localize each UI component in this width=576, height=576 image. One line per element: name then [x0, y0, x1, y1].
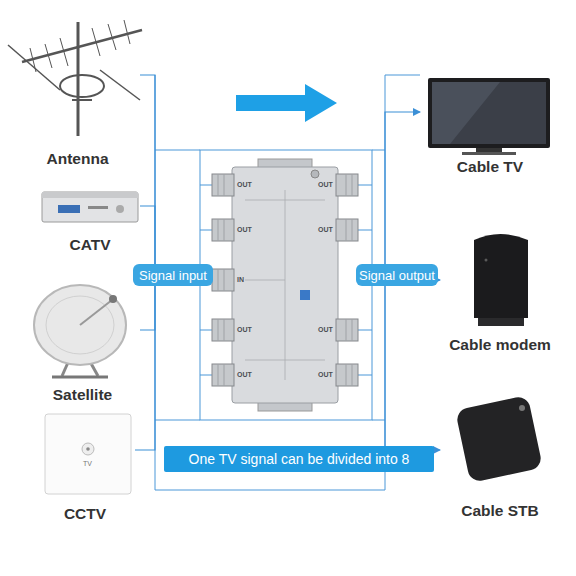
source-device: Satellite [25, 282, 140, 404]
signal-connector [360, 112, 420, 280]
device-label: Satellite [53, 386, 112, 404]
output-device: Cable STB [440, 392, 560, 520]
signal-connector [135, 280, 210, 450]
device-label: Cable STB [461, 502, 539, 520]
tv-illustration [428, 78, 550, 155]
port-label: OUT [318, 181, 333, 189]
signal-connector [360, 280, 440, 450]
signal-pill: Signal input [133, 264, 213, 286]
device-label: Cable modem [449, 336, 551, 354]
modem-illustration [474, 234, 528, 326]
splitter-illustration [212, 159, 358, 411]
flow-arrow [236, 84, 337, 122]
source-device: CATV [40, 182, 140, 254]
port-label: OUT [237, 326, 252, 334]
pill-text: Signal input [139, 268, 207, 283]
splitter-box: OUT OUT OUT OUT IN OUT OUT OUT OUT [210, 160, 360, 410]
pill-text: Signal output [359, 268, 435, 283]
antenna-illustration [8, 20, 142, 136]
device-label: Cable TV [457, 158, 523, 176]
stb-illustration [455, 395, 543, 483]
port-label: OUT [237, 226, 252, 234]
port-label: OUT [237, 181, 252, 189]
satellite-illustration [34, 285, 126, 377]
output-device: Cable TV [420, 70, 560, 176]
port-label: OUT [237, 371, 252, 379]
signal-pill: Signal output [356, 264, 438, 286]
source-device: Antenna [15, 5, 140, 168]
banner-text: One TV signal can be divided into 8 [189, 451, 410, 467]
device-label: Antenna [47, 150, 109, 168]
port-label: OUT [318, 371, 333, 379]
signal-connector [140, 280, 210, 330]
device-label: CCTV [64, 505, 106, 523]
output-device: Cable modem [440, 228, 560, 354]
wall-plate-illustration [45, 414, 131, 494]
signal-connector [140, 75, 210, 280]
port-label: OUT [318, 226, 333, 234]
port-label: OUT [318, 326, 333, 334]
port-label: IN [237, 276, 244, 284]
caption-banner: One TV signal can be divided into 8 [164, 446, 434, 472]
plate-label: TV [83, 460, 92, 467]
device-label: CATV [69, 236, 110, 254]
catv-illustration [42, 192, 138, 222]
